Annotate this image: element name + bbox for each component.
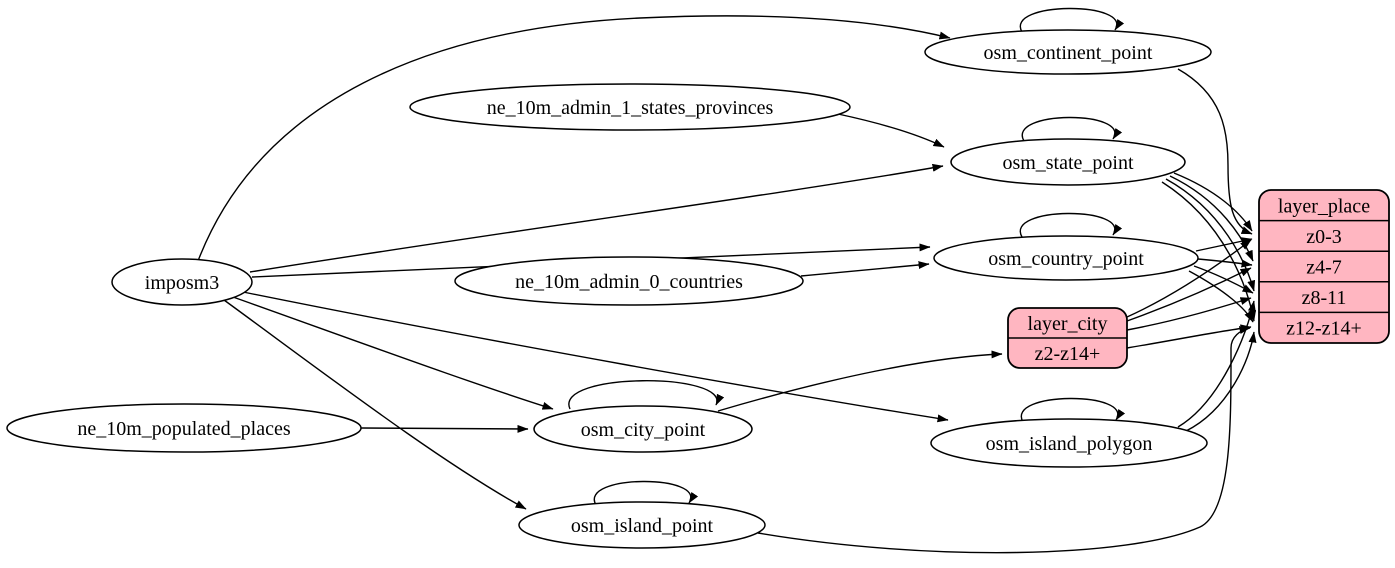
edge-layer_city-to-layer_place:z0-3 (1126, 239, 1252, 318)
node-layer: imposm3 ne_10m_admin_1_states_provincesne… (6, 29, 1390, 549)
node-osm_country_point: osm_country_point (933, 235, 1199, 281)
self-loop-osm_island_polygon-to-osm_island_polygon (1020, 397, 1126, 423)
record-row-layer_place-z0-3: z0-3 (1306, 226, 1342, 248)
node-shape-osm_island_polygon (930, 418, 1208, 468)
record-layer_city: layer_city z2-z14+ (1007, 307, 1128, 369)
edge-ne_10m_admin_1_states_provinces-to-osm_state_point (837, 113, 945, 148)
node-shape-osm_state_point (950, 138, 1186, 186)
edge-layer (197, 7, 1257, 554)
node-label-imposm3: imposm3 (145, 272, 219, 294)
node-shape-ne_10m_admin_1_states_provinces (409, 83, 851, 131)
edge-imposm3-to-osm_state_point (249, 163, 944, 273)
edge-imposm3-to-osm_island_polygon (242, 291, 949, 423)
edge-layer_city-to-layer_place:z8-11 (1126, 297, 1252, 331)
record-row-layer_city-z2-z14+: z2-z14+ (1035, 343, 1101, 365)
node-ne_10m_populated_places: ne_10m_populated_places (6, 403, 362, 453)
edge-layer_city-to-layer_place:z4-7 (1126, 267, 1252, 322)
edge-osm_country_point-to-layer_place:z8-11 (1193, 265, 1254, 294)
node-label-osm_island_polygon: osm_island_polygon (986, 433, 1153, 455)
record-row-layer_place-z12-z14+: z12-z14+ (1286, 318, 1362, 340)
node-label-osm_country_point: osm_country_point (988, 248, 1144, 270)
record-row-layer_place-z4-7: z4-7 (1306, 257, 1342, 279)
node-label-ne_10m_populated_places: ne_10m_populated_places (77, 418, 290, 440)
edge-imposm3-to-osm_city_point (232, 296, 554, 410)
node-shape-ne_10m_populated_places (6, 403, 362, 453)
node-label-osm_state_point: osm_state_point (1002, 152, 1134, 174)
node-osm_continent_point: osm_continent_point (924, 29, 1212, 75)
edge-osm_state_point-to-layer_place:z8-11 (1165, 178, 1256, 292)
edge-osm_island_point-to-layer_place:z12-z14+ (757, 326, 1251, 554)
edge-osm_country_point-to-layer_place:z4-7 (1197, 258, 1253, 268)
edge-imposm3-to-osm_island_point (223, 299, 527, 510)
node-label-ne_10m_admin_0_countries: ne_10m_admin_0_countries (515, 271, 743, 293)
record-row-layer_place-z8-11: z8-11 (1302, 287, 1347, 309)
node-label-osm_city_point: osm_city_point (581, 419, 706, 441)
node-shape-ne_10m_admin_0_countries (454, 256, 804, 306)
self-loop-osm_continent_point-to-osm_continent_point (1019, 7, 1125, 33)
self-loop-osm_city_point-to-osm_city_point (568, 380, 725, 410)
record-shape-layer_place (1258, 189, 1390, 344)
node-label-osm_continent_point: osm_continent_point (984, 42, 1153, 64)
edge-osm_country_point-to-layer_place:z12-z14+ (1188, 270, 1254, 323)
node-osm_state_point: osm_state_point (950, 138, 1186, 186)
self-loop-osm_state_point-to-osm_state_point (1021, 116, 1123, 142)
edge-osm_continent_point-to-layer_place:z0-3 (1177, 68, 1253, 235)
self-loop-osm_country_point-to-osm_country_point (1019, 212, 1123, 238)
edge-ne_10m_populated_places-to-osm_city_point (360, 424, 529, 433)
edge-layer_city-to-layer_place:z12-z14+ (1126, 324, 1252, 349)
edge-osm_state_point-to-layer_place:z0-3 (1173, 172, 1253, 232)
node-shape-osm_city_point (533, 405, 753, 453)
edge-imposm3-to-osm_continent_point (197, 15, 951, 262)
node-osm_island_polygon: osm_island_polygon (930, 418, 1208, 468)
record-row-layer_place-layer_place: layer_place (1278, 195, 1370, 217)
node-label-ne_10m_admin_1_states_provinces: ne_10m_admin_1_states_provinces (487, 97, 774, 119)
node-osm_city_point: osm_city_point (533, 405, 753, 453)
edge-ne_10m_admin_0_countries-to-osm_country_point (800, 261, 930, 277)
edge-osm_city_point-to-layer_city:z2-z14+ (717, 350, 1003, 412)
node-osm_island_point: osm_island_point (518, 501, 766, 549)
edge-osm_island_polygon-to-layer_place:z12-z14+ (1185, 331, 1257, 432)
node-shape-osm_country_point (933, 235, 1199, 281)
node-ne_10m_admin_0_countries: ne_10m_admin_0_countries (454, 256, 804, 306)
edge-osm_island_polygon-to-layer_place:z8-11 (1177, 300, 1256, 428)
record-row-layer_city-layer_city: layer_city (1028, 313, 1108, 335)
node-shape-imposm3 (111, 258, 253, 306)
node-shape-osm_continent_point (924, 29, 1212, 75)
node-shape-osm_island_point (518, 501, 766, 549)
edge-osm_state_point-to-layer_place:z4-7 (1169, 175, 1254, 262)
node-ne_10m_admin_1_states_provinces: ne_10m_admin_1_states_provinces (409, 83, 851, 131)
node-imposm3: imposm3 (111, 258, 253, 306)
self-loop-osm_island_point-to-osm_island_point (593, 480, 699, 506)
node-label-osm_island_point: osm_island_point (571, 515, 714, 537)
record-layer_place: layer_place z0-3 z4-7 z8-11 z12-z14+ (1258, 189, 1390, 344)
